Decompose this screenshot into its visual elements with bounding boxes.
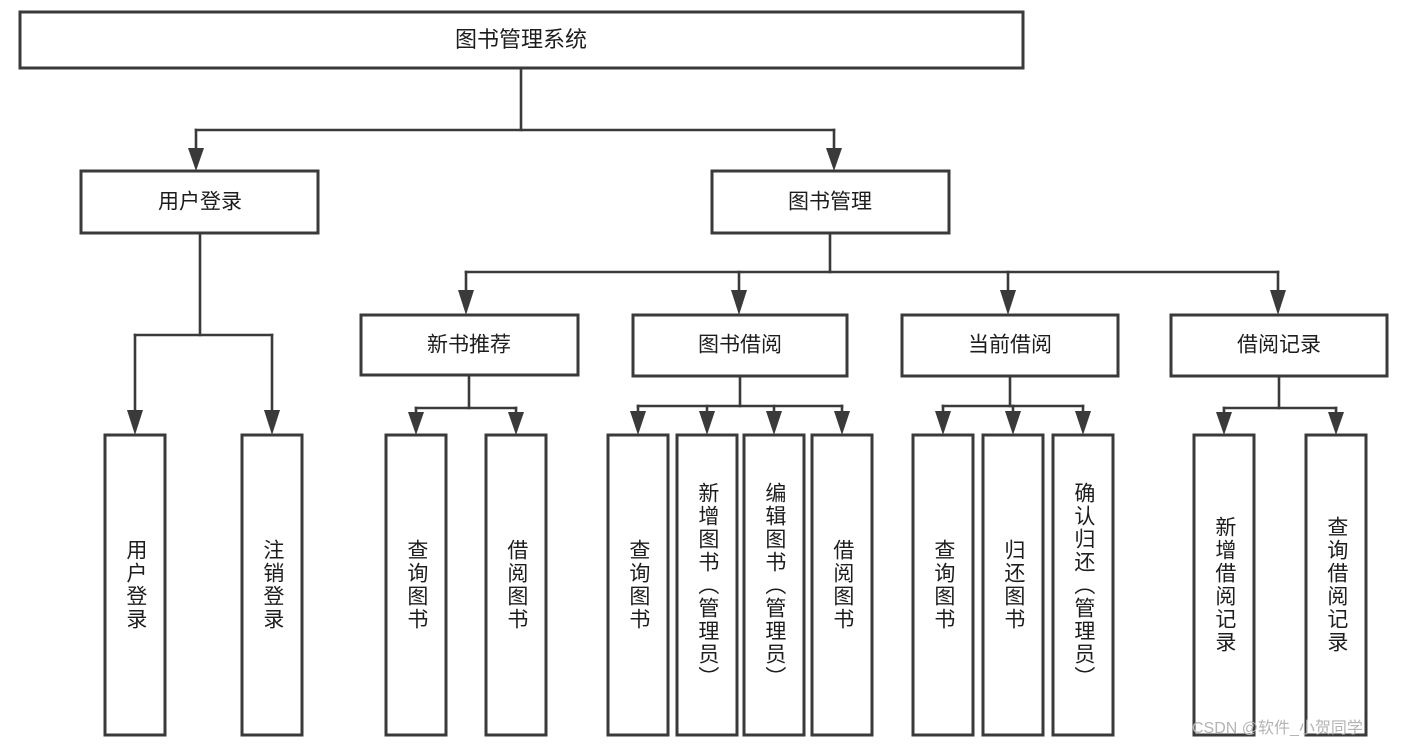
node-leaf-borrow-book-1-box[interactable] bbox=[484, 433, 548, 737]
node-book-borrow-label: 图书借阅 bbox=[698, 334, 782, 357]
node-leaf-user-login-box[interactable] bbox=[103, 433, 167, 737]
arrow-root-to-book-manage bbox=[826, 148, 842, 171]
node-leaf-query-book-3-box[interactable] bbox=[911, 433, 975, 737]
node-leaf-borrow-book-2-box[interactable] bbox=[810, 433, 874, 737]
node-leaf-query-record-box[interactable] bbox=[1304, 433, 1368, 737]
node-leaf-return-book-box[interactable] bbox=[981, 433, 1045, 737]
node-leaf-confirm-return-box[interactable] bbox=[1051, 433, 1115, 737]
arrow-cb-leaf-3 bbox=[1075, 411, 1091, 435]
arrow-user-login-leaf-1 bbox=[127, 410, 143, 435]
node-book-manage-label: 图书管理 bbox=[788, 191, 872, 214]
node-current-borrow-label: 当前借阅 bbox=[968, 334, 1052, 357]
node-user-login-box[interactable] bbox=[79, 169, 320, 235]
arrow-nbr-leaf-2 bbox=[508, 412, 524, 435]
arrow-bm-to-book-borrow bbox=[731, 290, 747, 315]
node-leaf-query-book-2-box[interactable] bbox=[606, 433, 670, 737]
node-borrow-record-label: 借阅记录 bbox=[1237, 334, 1321, 357]
arrow-cb-leaf-2 bbox=[1005, 411, 1021, 435]
arrow-nbr-leaf-1 bbox=[408, 412, 424, 435]
node-leaf-add-record-box[interactable] bbox=[1192, 433, 1256, 737]
arrow-bm-to-new-book-rec bbox=[458, 290, 474, 315]
arrow-bm-to-borrow-record bbox=[1270, 290, 1286, 315]
arrow-bb-leaf-1 bbox=[630, 411, 646, 435]
node-root-box[interactable] bbox=[18, 10, 1025, 70]
arrow-bb-leaf-3 bbox=[766, 411, 782, 435]
node-book-borrow-box[interactable] bbox=[631, 313, 849, 378]
arrow-cb-leaf-1 bbox=[935, 411, 951, 435]
arrow-bm-to-current-borrow bbox=[1000, 290, 1016, 315]
node-borrow-record-box[interactable] bbox=[1169, 313, 1389, 378]
node-leaf-query-book-1-box[interactable] bbox=[384, 433, 448, 737]
node-new-book-rec-label: 新书推荐 bbox=[427, 334, 511, 357]
node-book-manage-box[interactable] bbox=[710, 169, 951, 235]
arrow-bb-leaf-4 bbox=[834, 411, 850, 435]
csdn-watermark: CSDN @软件_小贺同学 bbox=[1192, 720, 1363, 737]
node-root-label: 图书管理系统 bbox=[455, 27, 587, 52]
connector-layer bbox=[127, 66, 1344, 435]
node-current-borrow-box[interactable] bbox=[900, 313, 1120, 378]
arrow-bb-leaf-2 bbox=[699, 411, 715, 435]
arrow-br-leaf-2 bbox=[1328, 412, 1344, 435]
node-leaf-edit-book-box[interactable] bbox=[742, 433, 806, 737]
node-leaf-add-book-box[interactable] bbox=[675, 433, 739, 737]
node-leaf-logout-box[interactable] bbox=[240, 433, 304, 737]
arrow-root-to-user-login bbox=[188, 148, 204, 171]
arrow-br-leaf-1 bbox=[1216, 412, 1232, 435]
node-user-login-label: 用户登录 bbox=[158, 191, 242, 214]
node-new-book-rec-box[interactable] bbox=[359, 313, 580, 377]
arrow-user-login-leaf-2 bbox=[264, 410, 280, 435]
node-layer: 图书管理系统 用户登录 图书管理 新书推荐 图书借阅 当前借阅 借阅记录 bbox=[18, 10, 1389, 737]
